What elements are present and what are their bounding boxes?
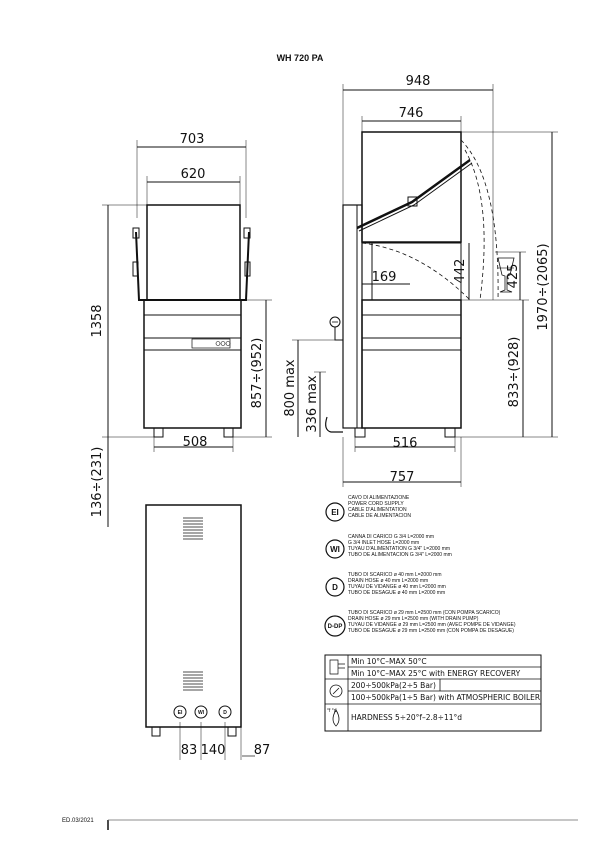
front-height-body: 857÷(952) bbox=[250, 338, 265, 409]
spec-temp-1: Min 10°C–MAX 50°C bbox=[351, 657, 427, 666]
side-depth-body: 757 bbox=[390, 470, 415, 485]
legend-ddp-line-4: TUBO DE DESAGUE ø 29 mm L=2500 mm (CON P… bbox=[348, 628, 514, 634]
spec-temp-2: Min 10°C–MAX 25°C with ENERGY RECOVERY bbox=[351, 669, 521, 678]
legend-ddp-line-3: TUYAU DE VIDANGE ø 29 mm L=2500 mm (AVEC… bbox=[348, 622, 516, 628]
front-leg-height: 136÷(231) bbox=[90, 447, 105, 518]
back-label-wi: WI bbox=[198, 710, 205, 716]
legend-code-d: D bbox=[332, 583, 338, 592]
front-width-base: 508 bbox=[183, 435, 208, 450]
legend-ei-line-2: POWER CORD SUPPLY bbox=[348, 501, 404, 507]
legend-wi-line-4: TUBO DE ALIMENTACION G 3/4" L=2000 mm bbox=[348, 552, 452, 558]
legend-d-line-1: TUBO DI SCARICO ø 40 mm L=2000 mm bbox=[348, 572, 442, 578]
spec-pressure-1: 200÷500kPa(2÷5 Bar) bbox=[351, 681, 436, 690]
legend-code-ei: EI bbox=[331, 508, 339, 517]
side-drain-max: 800 max bbox=[283, 359, 298, 417]
front-view: 703 620 1358 857÷(952) bbox=[90, 132, 272, 527]
back-dist-1: 83 bbox=[181, 743, 198, 758]
back-dist-3: 87 bbox=[254, 743, 271, 758]
spec-pressure-2: 100÷500kPa(1÷5 Bar) with ATMOSPHERIC BOI… bbox=[351, 693, 540, 702]
legend-code-d-dp: D-DP bbox=[328, 624, 343, 630]
legend-wi-line-2: G 3/4 INLET HOSE L=2000 mm bbox=[348, 540, 419, 546]
legend-wi-line-1: CANNA DI CARICO G 3/4 L=2000 mm bbox=[348, 534, 434, 540]
back-label-ei: EI bbox=[178, 710, 183, 716]
side-clearance-height: 442 bbox=[453, 259, 468, 284]
legend-ddp-line-1: TUBO DI SCARICO ø 29 mm L=2500 mm (CON P… bbox=[348, 610, 501, 616]
front-height-total: 1358 bbox=[90, 304, 105, 337]
back-dist-2: 140 bbox=[201, 743, 226, 758]
side-inlet-max: 336 max bbox=[305, 375, 320, 433]
spec-hardness: HARDNESS 5÷20°f–2.8÷11°d bbox=[351, 713, 462, 722]
legend-d-line-2: DRAIN HOSE ø 40 mm L=2000 mm bbox=[348, 578, 428, 584]
legend-d-line-3: TUYAU DE VIDANGE ø 40 mm L=2000 mm bbox=[348, 584, 446, 590]
legend-wi-line-3: TUYAU D'ALIMENTATION G 3/4" L=2000 mm bbox=[348, 546, 450, 552]
side-height-body: 833÷(928) bbox=[507, 337, 522, 408]
front-width-overall: 703 bbox=[180, 132, 205, 147]
legend-ei-line-4: CABLE DE ALIMENTACION bbox=[348, 513, 411, 519]
legend-code-wi: WI bbox=[330, 545, 340, 554]
side-glass-height: 425 bbox=[506, 264, 521, 289]
spec-hardness-icon-label: °f °d bbox=[327, 708, 337, 714]
side-depth-base: 516 bbox=[393, 436, 418, 451]
side-view: 948 746 442 169 bbox=[283, 74, 558, 487]
back-view: EI WI D 83 140 87 bbox=[145, 504, 271, 760]
legend-d-line-4: TUBO DE DESAGUE ø 40 mm L=2000 mm bbox=[348, 590, 445, 596]
side-rack-depth: 169 bbox=[372, 270, 397, 285]
front-width-hood: 620 bbox=[181, 167, 206, 182]
legend-ei-line-3: CABLE D'ALIMENTATION bbox=[348, 507, 407, 513]
back-label-d: D bbox=[223, 710, 227, 716]
drawing-title: WH 720 PA bbox=[276, 53, 324, 63]
connection-legend: EI CAVO DI ALIMENTAZIONE POWER CORD SUPP… bbox=[324, 495, 516, 637]
spec-table: Min 10°C–MAX 50°C Min 10°C–MAX 25°C with… bbox=[324, 654, 542, 732]
side-depth-overall: 948 bbox=[406, 74, 431, 89]
edition-label: ED.03/2021 bbox=[62, 818, 94, 824]
side-depth-hood: 746 bbox=[399, 106, 424, 121]
side-height-total: 1970÷(2065) bbox=[536, 243, 551, 330]
legend-ddp-line-2: DRAIN HOSE ø 29 mm L=2500 mm (WITH DRAIN… bbox=[348, 616, 479, 622]
legend-ei-line-1: CAVO DI ALIMENTAZIONE bbox=[348, 495, 410, 501]
